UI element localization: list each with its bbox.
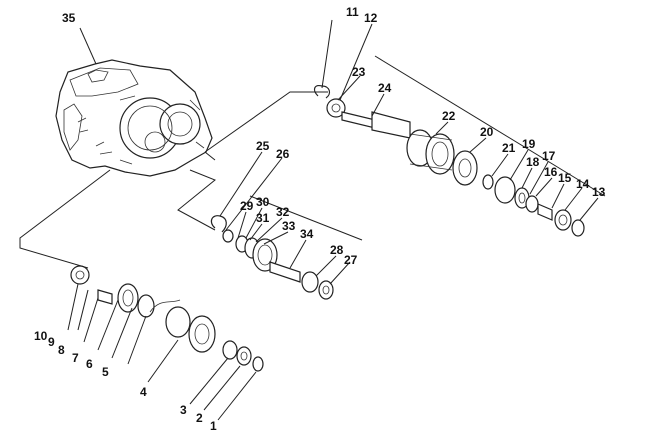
callout-17: 17 <box>542 149 556 163</box>
callout-34: 34 <box>300 227 314 241</box>
callout-12: 12 <box>364 11 378 25</box>
callout-23: 23 <box>352 65 366 79</box>
callout-5: 5 <box>102 365 109 379</box>
callout-13: 13 <box>592 185 606 199</box>
callout-18: 18 <box>526 155 540 169</box>
callout-30: 30 <box>256 195 270 209</box>
leader-lines <box>67 19 599 421</box>
callout-9: 9 <box>48 335 55 349</box>
callout-31: 31 <box>256 211 270 225</box>
callout-35: 35 <box>62 11 76 25</box>
callout-labels: 35 11 12 23 24 22 20 21 19 18 17 16 15 1… <box>34 5 606 433</box>
countershaft-assembly <box>210 215 334 300</box>
callout-8: 8 <box>58 343 65 357</box>
callout-21: 21 <box>502 141 516 155</box>
callout-26: 26 <box>276 147 290 161</box>
callout-10: 10 <box>34 329 48 343</box>
callout-2: 2 <box>196 411 203 425</box>
assembly-lines <box>19 55 606 269</box>
callout-22: 22 <box>442 109 456 123</box>
callout-14: 14 <box>576 177 590 191</box>
callout-16: 16 <box>544 165 558 179</box>
transmission-housing <box>55 59 213 177</box>
callout-3: 3 <box>180 403 187 417</box>
callout-19: 19 <box>522 137 536 151</box>
mainshaft-assembly <box>313 85 585 237</box>
callout-7: 7 <box>72 351 79 365</box>
callout-24: 24 <box>378 81 392 95</box>
callout-32: 32 <box>276 205 290 219</box>
callout-20: 20 <box>480 125 494 139</box>
callout-1: 1 <box>210 419 217 433</box>
callout-33: 33 <box>282 219 296 233</box>
callout-29: 29 <box>240 199 254 213</box>
callout-27: 27 <box>344 253 358 267</box>
callout-28: 28 <box>330 243 344 257</box>
callout-25: 25 <box>256 139 270 153</box>
callout-15: 15 <box>558 171 572 185</box>
callout-11: 11 <box>346 5 359 19</box>
callout-6: 6 <box>86 357 93 371</box>
callout-4: 4 <box>140 385 147 399</box>
